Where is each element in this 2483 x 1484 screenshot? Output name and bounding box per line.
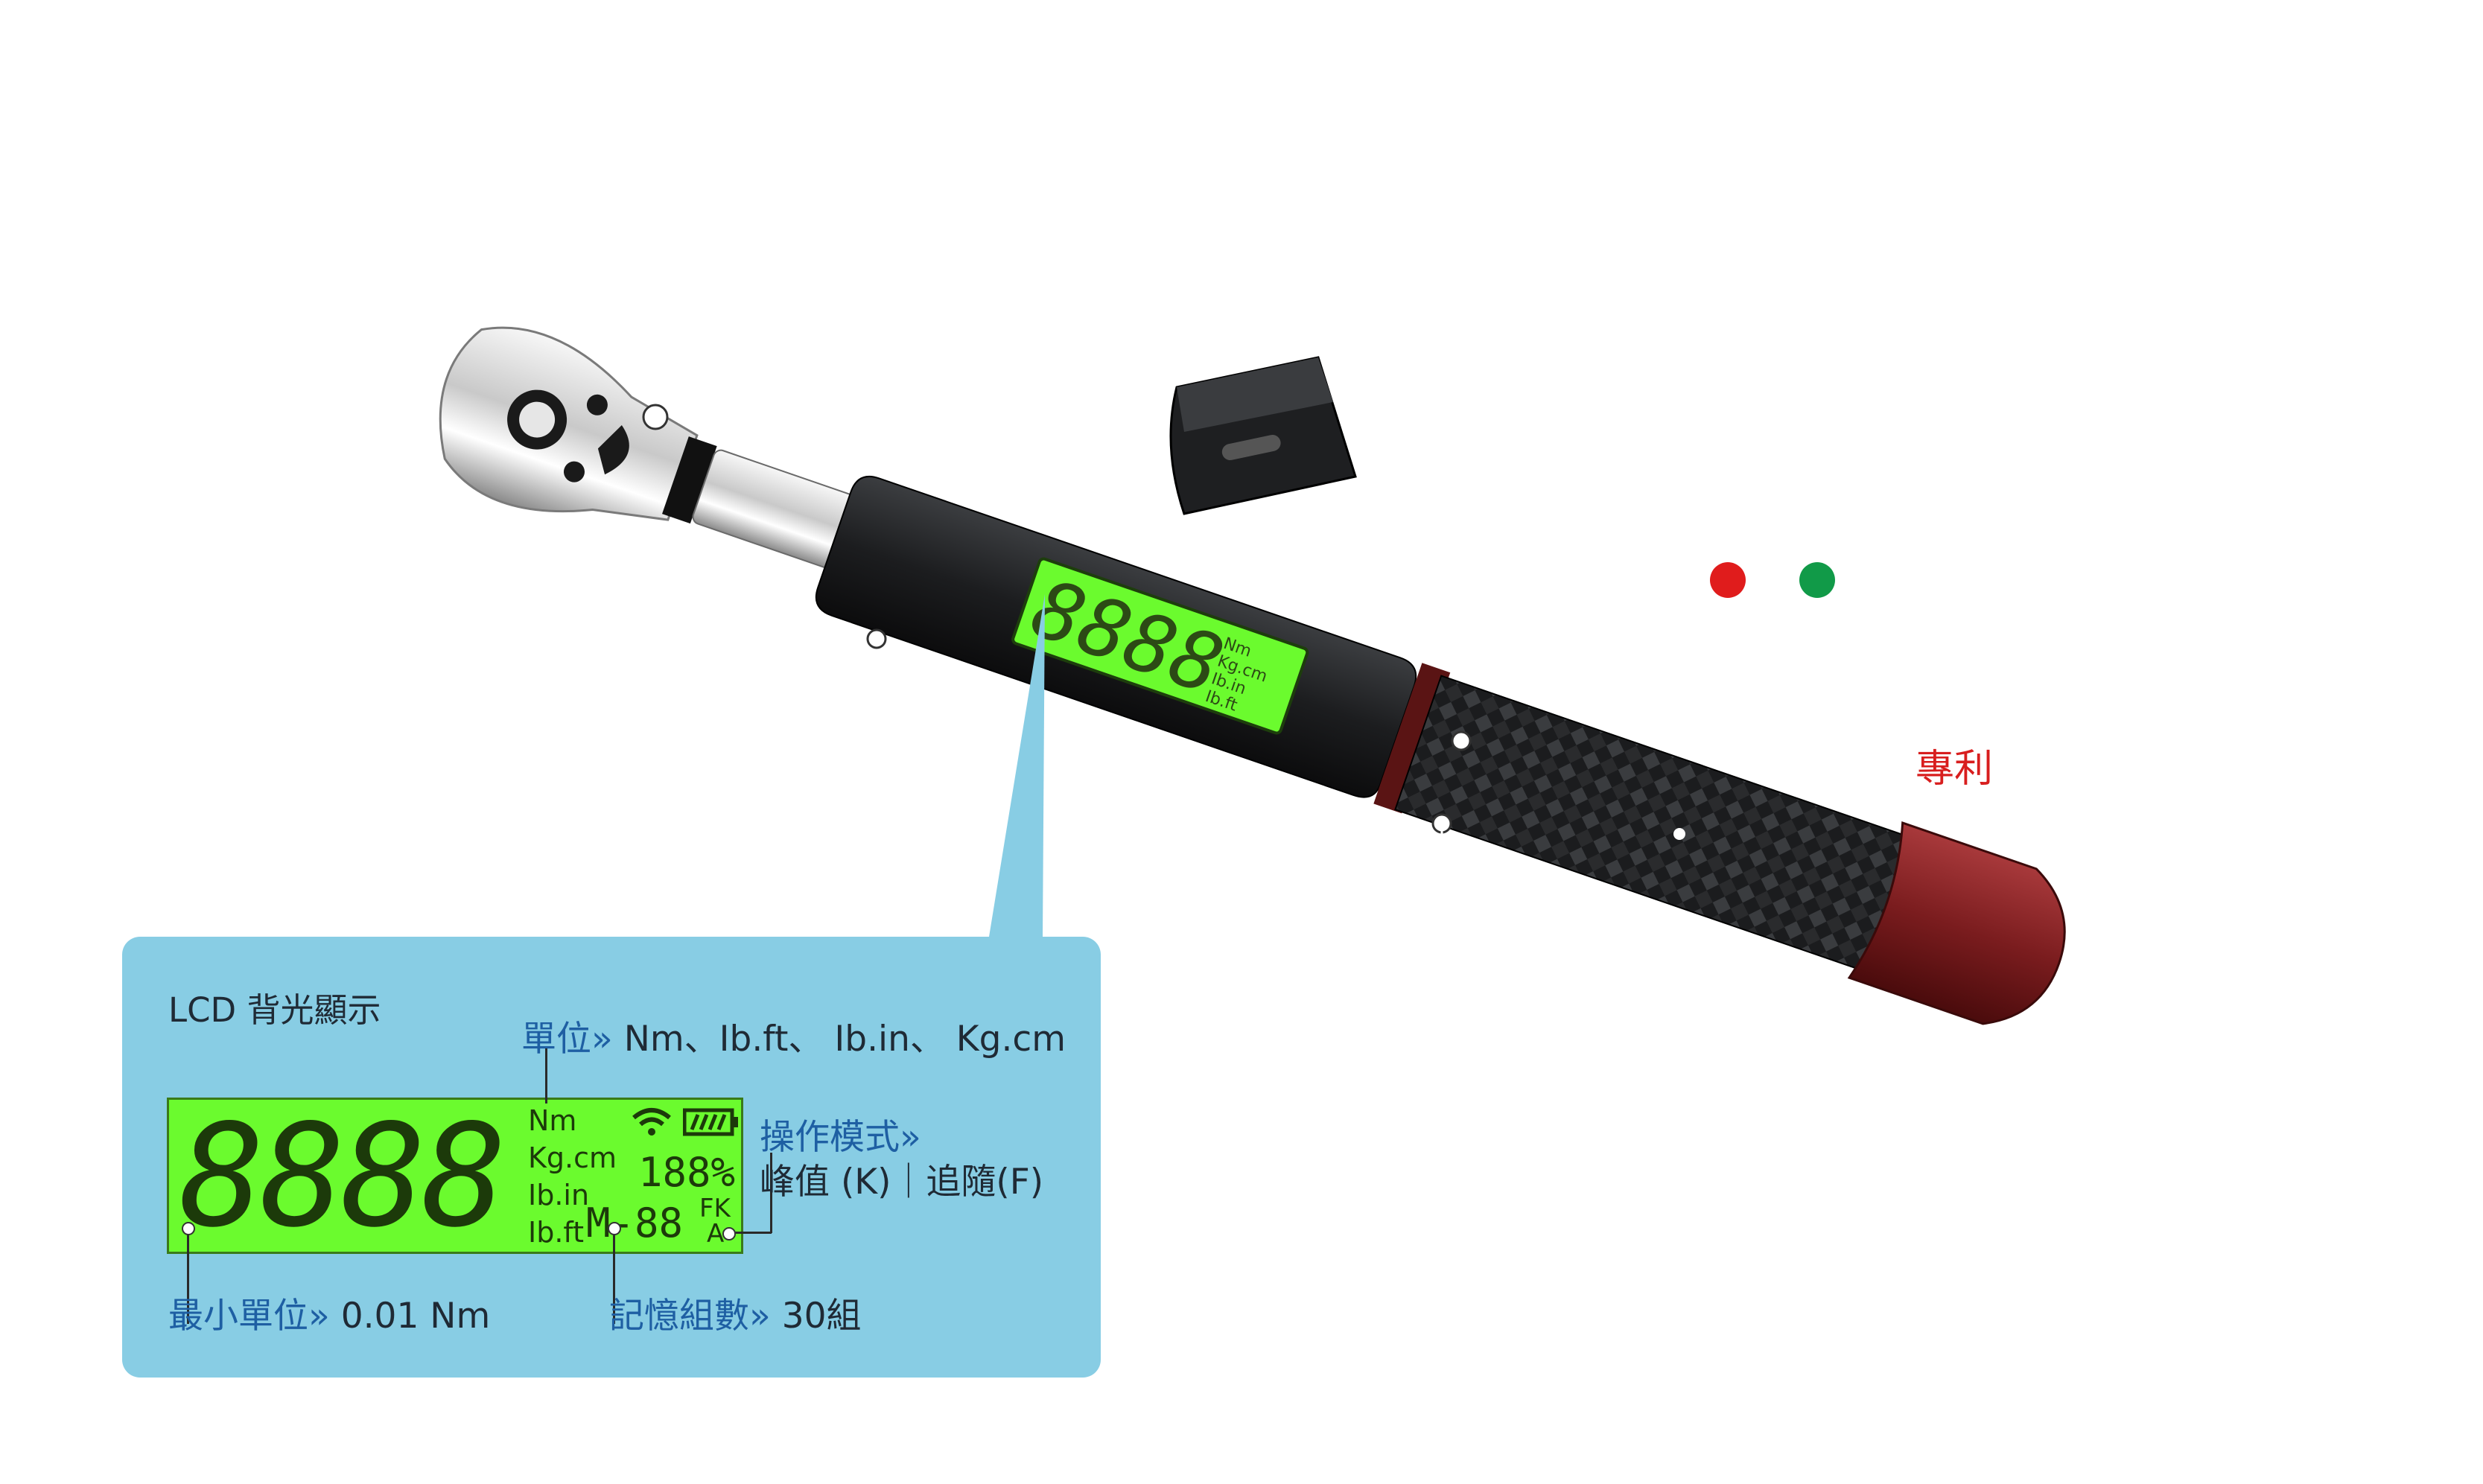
lcd-unit-lbin: Ib.in <box>528 1179 590 1211</box>
lcd-unit-kgcm: Kg.cm <box>528 1141 617 1174</box>
callout-dot <box>182 1222 195 1235</box>
patent-label: 專利 <box>1915 747 1994 792</box>
usb-c-port-detail <box>1169 356 1357 515</box>
units-prefix: 單位» <box>521 1019 613 1060</box>
units-callout-line <box>545 1048 547 1104</box>
resolution-text: 0.01 Nm <box>329 1296 491 1337</box>
green-color-swatch <box>1799 562 1835 598</box>
callout-dot <box>608 1222 621 1235</box>
callout-dot <box>722 1227 736 1241</box>
memory-callout-line <box>613 1227 615 1324</box>
memory-text: 30組 <box>770 1296 862 1337</box>
units-label: 單位» Nm、Ib.ft、 Ib.in、 Kg.cm <box>521 1010 1066 1061</box>
lcd-memory: M-88 <box>586 1200 684 1246</box>
lcd-info-panel: LCD 背光顯示 單位» Nm、Ib.ft、 Ib.in、 Kg.cm 8888… <box>122 937 1101 1378</box>
lcd-digits: 8888 <box>179 1094 507 1258</box>
resolution-label: 最小單位» 0.01 Nm <box>168 1287 490 1338</box>
wifi-icon <box>632 1108 671 1136</box>
battery-icon <box>683 1108 738 1136</box>
memory-prefix: 記憶組數» <box>609 1296 771 1337</box>
resolution-callout-line <box>187 1227 189 1324</box>
units-text: Nm、Ib.ft、 Ib.in、 Kg.cm <box>612 1019 1066 1060</box>
lcd-unit-nm: Nm <box>528 1104 577 1137</box>
lcd-unit-lbft: Ib.ft <box>528 1216 585 1249</box>
mode-callout-line-h <box>727 1232 772 1234</box>
red-color-swatch <box>1710 562 1746 598</box>
resolution-prefix: 最小單位» <box>168 1296 330 1337</box>
mode-title: 操作模式» <box>760 1117 921 1158</box>
ratchet-head <box>439 326 699 521</box>
panel-title: LCD 背光顯示 <box>168 990 381 1030</box>
lcd-percent: 188% <box>638 1149 736 1196</box>
lcd-mode-fk: FK <box>699 1194 731 1223</box>
lcd-mode-a: A <box>707 1219 725 1249</box>
mode-callout-line-v <box>770 1153 772 1233</box>
wrench: 8888 Nm Kg.cm Ib.in Ib.ft <box>439 326 2066 1025</box>
mode-text: 峰值 (K)｜追隨(F) <box>760 1162 1044 1203</box>
lcd-display: 8888 Nm Kg.cm Ib.in Ib.ft 188% M-88 FK A <box>167 1098 743 1254</box>
memory-label: 記憶組數» 30組 <box>609 1287 862 1338</box>
